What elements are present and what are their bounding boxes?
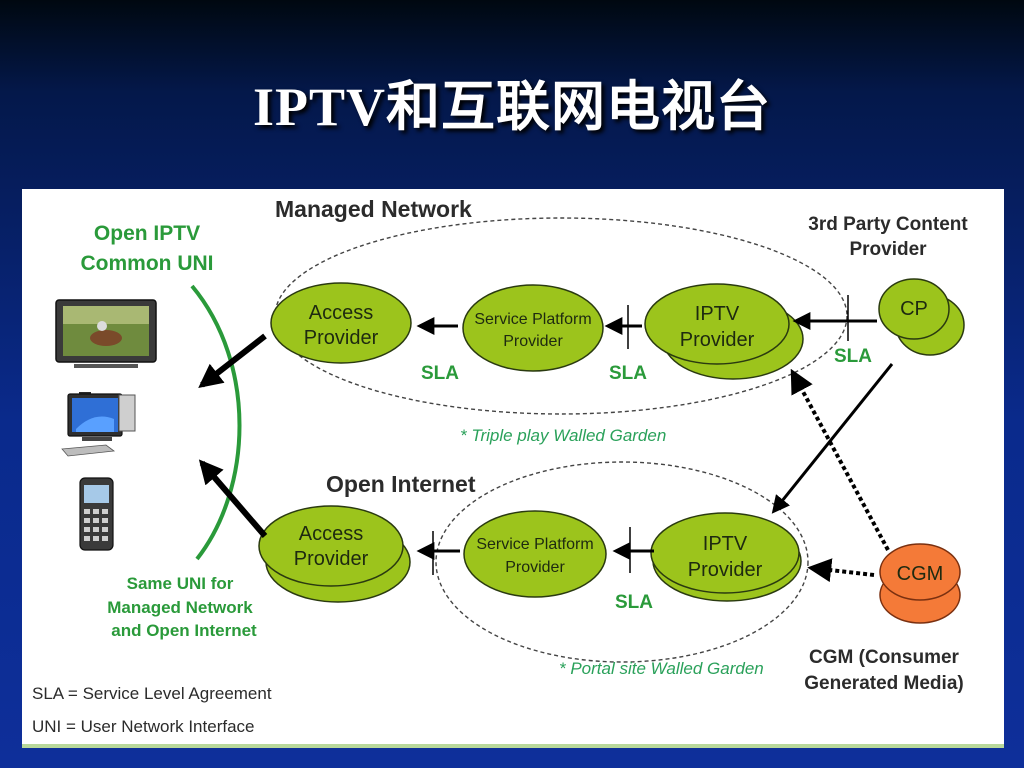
cgm-caption-line2: Generated Media) (804, 673, 963, 694)
cp-label: CP (900, 298, 928, 320)
slide-title: IPTV和互联网电视台 (252, 77, 771, 137)
tv-icon (55, 299, 157, 368)
third-party-line2: Provider (849, 239, 927, 260)
cp-node: CP (878, 278, 965, 356)
open-iptv-uni-line1: Open IPTV (94, 222, 200, 245)
sla-label-access-managed: SLA (421, 363, 459, 384)
cgm-caption-line1: CGM (Consumer (809, 647, 960, 668)
access-provider-open-node: Access Provider (258, 505, 411, 603)
iptv-provider-open-line1: IPTV (703, 533, 748, 555)
sla-label-service-open: SLA (615, 592, 653, 613)
walled-garden-portal-note: * Portal site Walled Garden (559, 659, 764, 678)
arrow-cp-to-iptv-open (771, 363, 894, 514)
managed-network-label: Managed Network (275, 196, 472, 222)
iptv-provider-open-line2: Provider (688, 559, 763, 581)
mobile-phone-icon (79, 477, 114, 551)
arrow-cgm-to-iptv-managed (790, 368, 890, 551)
service-platform-managed-line2: Provider (503, 333, 563, 350)
same-uni-line1: Same UNI for (127, 574, 234, 593)
desktop-pc-icon (61, 392, 136, 457)
iptv-provider-managed-line2: Provider (680, 329, 755, 351)
iptv-provider-managed-line1: IPTV (695, 303, 740, 325)
cgm-label: CGM (897, 563, 944, 585)
open-internet-label: Open Internet (326, 471, 476, 497)
iptv-provider-managed-node: IPTV Provider (644, 283, 804, 380)
access-provider-managed-line1: Access (309, 302, 373, 324)
sla-label-service-managed: SLA (609, 363, 647, 384)
service-platform-open-line2: Provider (505, 559, 565, 576)
legend-sla: SLA = Service Level Agreement (32, 684, 272, 703)
sla-label-cp: SLA (834, 346, 872, 367)
third-party-line1: 3rd Party Content (808, 214, 968, 235)
same-uni-line3: and Open Internet (111, 621, 257, 640)
legend-uni: UNI = User Network Interface (32, 717, 255, 736)
service-platform-managed-line1: Service Platform (474, 311, 591, 328)
arrow-cgm-to-iptv-open (807, 558, 875, 583)
uni-boundary-curve (190, 284, 242, 561)
service-platform-managed-node: Service Platform Provider (462, 284, 604, 372)
cgm-node: CGM (879, 543, 961, 624)
walled-garden-managed-note: * Triple play Walled Garden (460, 426, 666, 445)
access-provider-open-line2: Provider (294, 548, 369, 570)
access-provider-open-line1: Access (299, 523, 363, 545)
service-platform-open-line1: Service Platform (476, 536, 593, 553)
diagram-panel: Managed Network Open Internet Open IPTV … (22, 189, 1004, 748)
same-uni-line2: Managed Network (107, 598, 253, 617)
network-diagram: Managed Network Open Internet Open IPTV … (22, 196, 1004, 748)
service-platform-open-node: Service Platform Provider (463, 510, 607, 598)
access-provider-managed-node: Access Provider (270, 282, 412, 364)
panel-bottom-rule (22, 744, 1004, 748)
open-iptv-uni-line2: Common UNI (81, 252, 214, 275)
iptv-provider-open-node: IPTV Provider (650, 512, 802, 602)
arrow-access-to-devices-open (198, 459, 268, 538)
access-provider-managed-line2: Provider (304, 327, 379, 349)
arrow-access-to-devices-managed (198, 333, 267, 388)
